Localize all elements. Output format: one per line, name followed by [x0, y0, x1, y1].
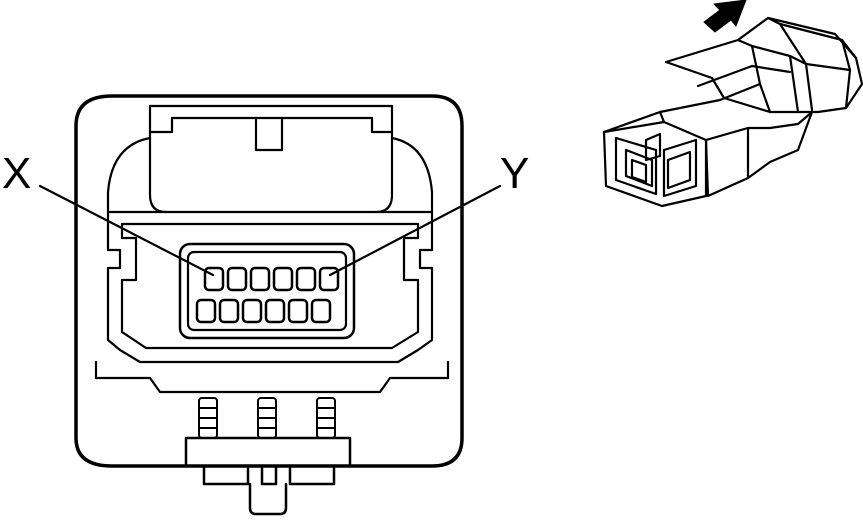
leader-line-x: [38, 184, 215, 277]
cavity: [295, 266, 317, 292]
cavity-frame-inner: [186, 250, 348, 332]
callout-label-y: Y: [500, 149, 530, 198]
latch-frame: [148, 104, 394, 134]
cavity-row-bottom: [195, 298, 332, 324]
cavity: [226, 266, 248, 292]
cavity: [264, 298, 286, 324]
cavity-frame-outer: [178, 242, 356, 340]
lower-shoulder: [94, 360, 450, 394]
cavity: [249, 266, 271, 292]
left-lock-wall: [148, 130, 168, 214]
cavity: [195, 298, 217, 324]
connector-housing-outline: [74, 94, 464, 468]
leader-line-y: [328, 184, 502, 277]
cavity: [287, 298, 309, 324]
inner-body-inset: [120, 222, 420, 350]
bottom-pins: [198, 397, 336, 439]
cavity: [203, 266, 225, 292]
latch-tab: [254, 116, 284, 152]
inner-body-outline: [106, 210, 434, 364]
connector-isometric-view: [602, 16, 863, 208]
insertion-arrow-icon: [703, 0, 747, 33]
left-ear: [106, 136, 152, 214]
cavity: [272, 266, 294, 292]
bottom-stem: [248, 482, 288, 516]
cavity: [241, 298, 263, 324]
cavity: [318, 266, 340, 292]
cavity: [310, 298, 332, 324]
bottom-bracket: [184, 436, 352, 486]
cavity: [218, 298, 240, 324]
right-lock-wall: [374, 130, 394, 214]
right-ear: [390, 136, 434, 214]
callout-label-x: X: [2, 149, 32, 198]
cavity-row-top: [203, 266, 340, 292]
